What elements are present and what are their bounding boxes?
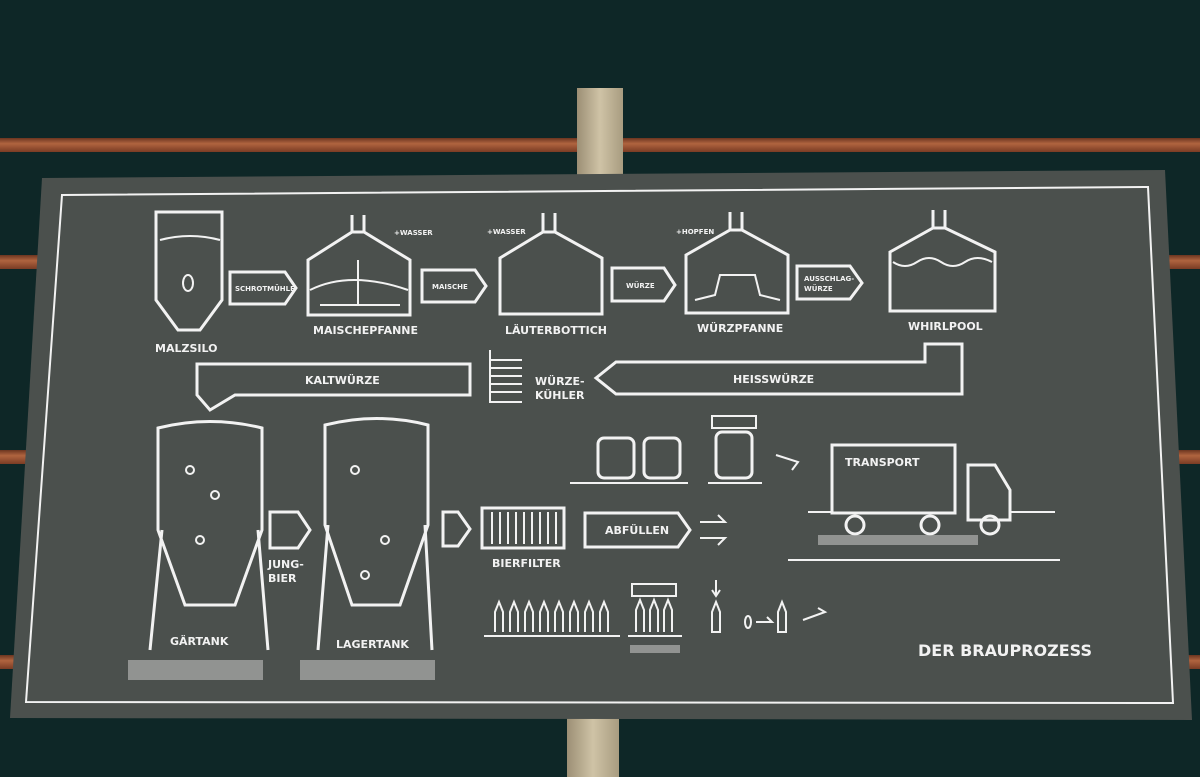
sign-border <box>24 185 1175 705</box>
arrow-jungbier <box>268 510 312 550</box>
label-wuerzpfanne: WÜRZPFANNE <box>697 321 783 335</box>
maischepfanne-icon <box>306 215 412 317</box>
truck-icon <box>788 443 1060 561</box>
hatched-base <box>300 660 435 680</box>
hatched-base <box>128 660 263 680</box>
label-heisswuerze: HEISSWÜRZE <box>733 372 814 386</box>
bierfilter-icon <box>480 506 566 550</box>
label-jungbier-1: JUNG- <box>267 558 304 571</box>
label-transport: TRANSPORT <box>845 456 920 469</box>
arrow-wuerze <box>610 266 677 303</box>
arrow-heisswuerze <box>593 342 964 396</box>
label-malzsilo: MALZSILO <box>155 342 217 355</box>
label-wuerzekuehler-1: WÜRZE- <box>535 374 585 388</box>
arrow-schrotmuehle <box>228 270 298 306</box>
lagertank-icon <box>316 417 434 651</box>
split-arrow-icon <box>700 514 728 546</box>
label-kaltwuerze: KALTWÜRZE <box>305 373 380 387</box>
arrow-bierfilter-in <box>441 510 472 548</box>
label-whirlpool: WHIRLPOOL <box>908 320 983 333</box>
label-wasser-2: +WASSER <box>487 228 526 236</box>
wooden-post <box>577 88 623 178</box>
label-maische: MAISCHE <box>432 283 468 291</box>
malzsilo-icon <box>154 210 224 332</box>
gaertank-icon <box>148 420 270 651</box>
arrow-icon <box>775 454 800 471</box>
sign-board <box>10 170 1192 720</box>
bottles-icon <box>484 580 828 653</box>
label-maischepfanne: MAISCHEPFANNE <box>313 324 418 337</box>
laeuterbottich-icon <box>498 213 604 316</box>
label-wasser-1: +WASSER <box>394 229 433 237</box>
wuerzekuehler-icon <box>489 350 522 403</box>
label-ausschlag-1: AUSSCHLAG- <box>804 275 854 283</box>
arrow-maische <box>420 268 488 304</box>
wuerzpfanne-icon <box>684 212 790 315</box>
label-wuerzekuehler-2: KÜHLER <box>535 388 585 402</box>
label-lagertank: LAGERTANK <box>336 638 409 651</box>
label-jungbier-2: BIER <box>268 572 297 585</box>
wooden-post <box>567 718 619 777</box>
label-abfuellen: ABFÜLLEN <box>605 523 669 537</box>
label-bierfilter: BIERFILTER <box>492 557 561 570</box>
arrow-abfuellen <box>583 511 692 549</box>
label-gaertank: GÄRTANK <box>170 634 229 648</box>
arrow-ausschlagwuerze <box>795 264 864 301</box>
label-hopfen: +HOPFEN <box>676 228 714 236</box>
label-schrotmuehle: SCHROTMÜHLE <box>235 284 295 293</box>
barrels-icon <box>570 415 762 484</box>
arrow-kaltwuerze <box>195 362 472 412</box>
label-laeuterbottich: LÄUTERBOTTICH <box>505 323 607 337</box>
whirlpool-icon <box>888 210 997 313</box>
label-wuerze: WÜRZE <box>626 281 655 290</box>
label-ausschlag-2: WÜRZE <box>804 284 833 293</box>
sign-title: DER BRAUPROZESS <box>918 641 1092 660</box>
